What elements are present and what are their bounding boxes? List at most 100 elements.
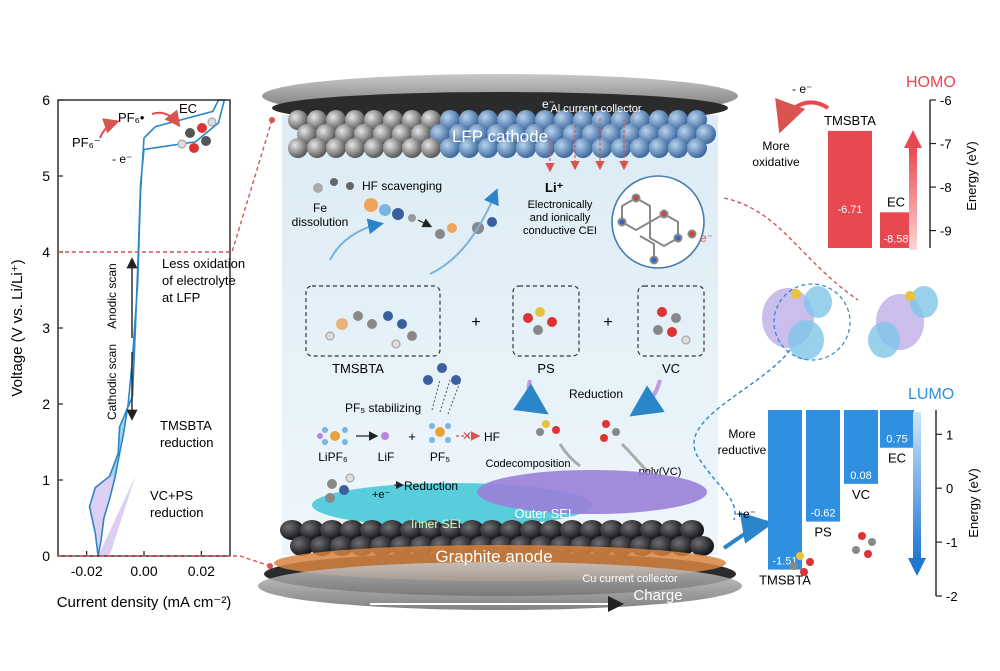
hf-scavenging-label: HF scavenging — [362, 179, 442, 193]
left-y-tick-label: 2 — [42, 396, 50, 412]
less-oxidation-line1: Less oxidation — [162, 256, 245, 271]
homo-connector-line — [723, 197, 859, 301]
left-y-tick-label: 3 — [42, 320, 50, 336]
lfp-cathode-label: LFP cathode — [452, 127, 548, 146]
poly-vc-arrow — [620, 442, 650, 474]
less-oxidation-line3: at LFP — [162, 290, 200, 305]
less-oxidation-annotation: Less oxidation of electrolyte at LFP — [162, 256, 245, 305]
graphite-particle — [580, 520, 604, 540]
fepo4-particle — [421, 138, 441, 158]
left-plot-frame — [57, 99, 231, 557]
graphite-particle — [320, 520, 344, 540]
li-plus-label: Li⁺ — [545, 180, 564, 195]
tmsbta-reduction-line1: TMSBTA — [160, 418, 212, 433]
lumo-bar — [806, 410, 840, 522]
fe-ion-icons — [313, 178, 354, 193]
cei-text-line2: and ionically — [530, 212, 591, 224]
tmsbta-molecule-icon — [325, 311, 417, 349]
lumo-bar — [880, 410, 914, 448]
pf5-molecule-icon — [429, 423, 451, 443]
lumo-tick-label: 1 — [946, 427, 953, 442]
dissolution-label: dissolution — [292, 215, 349, 229]
lfp-particle — [668, 138, 688, 158]
pf5-stabilizing-label: PF₅ stabilizing — [345, 401, 421, 415]
cathodic-scan-label: Cathodic scan — [105, 344, 119, 420]
lfp-particle — [592, 138, 612, 158]
outer-sei-layer — [477, 470, 707, 514]
tmsbta-reduction-area — [109, 404, 129, 477]
graphite-particle — [690, 536, 714, 556]
homo-y-ticks: -6-7-8-9 — [930, 93, 952, 239]
ps-label: PS — [537, 361, 555, 376]
homo-chart: HOMO -6-7-8-9 Energy (eV) -6.71TMSBTA-8.… — [752, 74, 979, 250]
more-reductive-line2: reductive — [718, 443, 767, 457]
lumo-bar-name: EC — [888, 451, 906, 466]
ps-structure-icon — [790, 552, 814, 576]
e-minus-cei-label: e⁻ — [700, 231, 713, 245]
lfp-particle — [611, 138, 631, 158]
lumo-arrow-head — [908, 558, 926, 576]
graphite-particle — [460, 520, 484, 540]
fepo4-particle — [345, 138, 365, 158]
left-y-tick-label: 1 — [42, 472, 50, 488]
homo-tick-label: -9 — [940, 224, 952, 239]
al-collector-label: Al current collector — [550, 103, 641, 115]
lfp-cathode-particles — [288, 110, 716, 158]
homo-title: HOMO — [906, 74, 956, 91]
lumo-connector-line — [693, 349, 791, 521]
vcps-reduction-line1: VC+PS — [150, 488, 193, 503]
lfp-particle — [573, 138, 593, 158]
lumo-tick-label: 0 — [946, 481, 953, 496]
graphite-particle — [290, 536, 314, 556]
lfp-particle — [516, 138, 536, 158]
graphite-particle — [400, 520, 424, 540]
oxidation-curved-arrow — [775, 97, 830, 134]
plus-e-label: +e⁻ — [372, 489, 391, 501]
graphite-particle — [440, 520, 464, 540]
connector-dot-top — [269, 117, 275, 123]
codecomposition-label: Codecomposition — [486, 458, 571, 470]
lumo-bar-name: VC — [852, 487, 870, 502]
more-oxidative-line2: oxidative — [752, 155, 800, 169]
plus-sign-1: + — [471, 314, 480, 331]
cei-text-line1: Electronically — [528, 199, 593, 211]
tmsbta-box — [305, 285, 441, 357]
lfp-particle — [459, 138, 479, 158]
tmsbta-reduction-annotation: TMSBTA reduction — [160, 418, 213, 450]
plus-sign-3: + — [408, 429, 416, 444]
homo-gradient-arrow — [909, 146, 917, 250]
vc-fragment-icon — [600, 420, 620, 442]
electron-transfer-arrow — [722, 512, 774, 550]
homo-bar — [880, 212, 912, 248]
graphite-particle — [670, 536, 694, 556]
ps-reduction-arrow — [513, 379, 549, 415]
vc-box — [637, 285, 705, 357]
homo-minus-e-label: - e⁻ — [792, 82, 812, 96]
homo-bar-value: -6.71 — [837, 204, 862, 216]
graphite-particle — [420, 520, 444, 540]
graphite-particle — [480, 520, 504, 540]
homo-y-axis-label: Energy (eV) — [964, 141, 979, 210]
left-y-tick-label: 5 — [42, 168, 50, 184]
graphite-particle — [600, 520, 624, 540]
lfp-particle — [497, 138, 517, 158]
homo-bar-name: EC — [887, 194, 905, 209]
lfp-particle — [478, 138, 498, 158]
vc-reduction-arrow — [629, 379, 665, 417]
e-minus-top-label: e⁻ — [542, 97, 555, 111]
graphite-particle — [380, 520, 404, 540]
fepo4-particle — [307, 138, 327, 158]
minus-e-label-left: - e⁻ — [112, 152, 132, 166]
graphite-particle — [640, 520, 664, 540]
reduction-bottom-label: Reduction — [404, 479, 458, 493]
fe-to-additive-arrow — [329, 218, 384, 261]
graphite-particle — [540, 520, 564, 540]
left-x-axis-label: Current density (mA cm⁻²) — [57, 594, 232, 611]
